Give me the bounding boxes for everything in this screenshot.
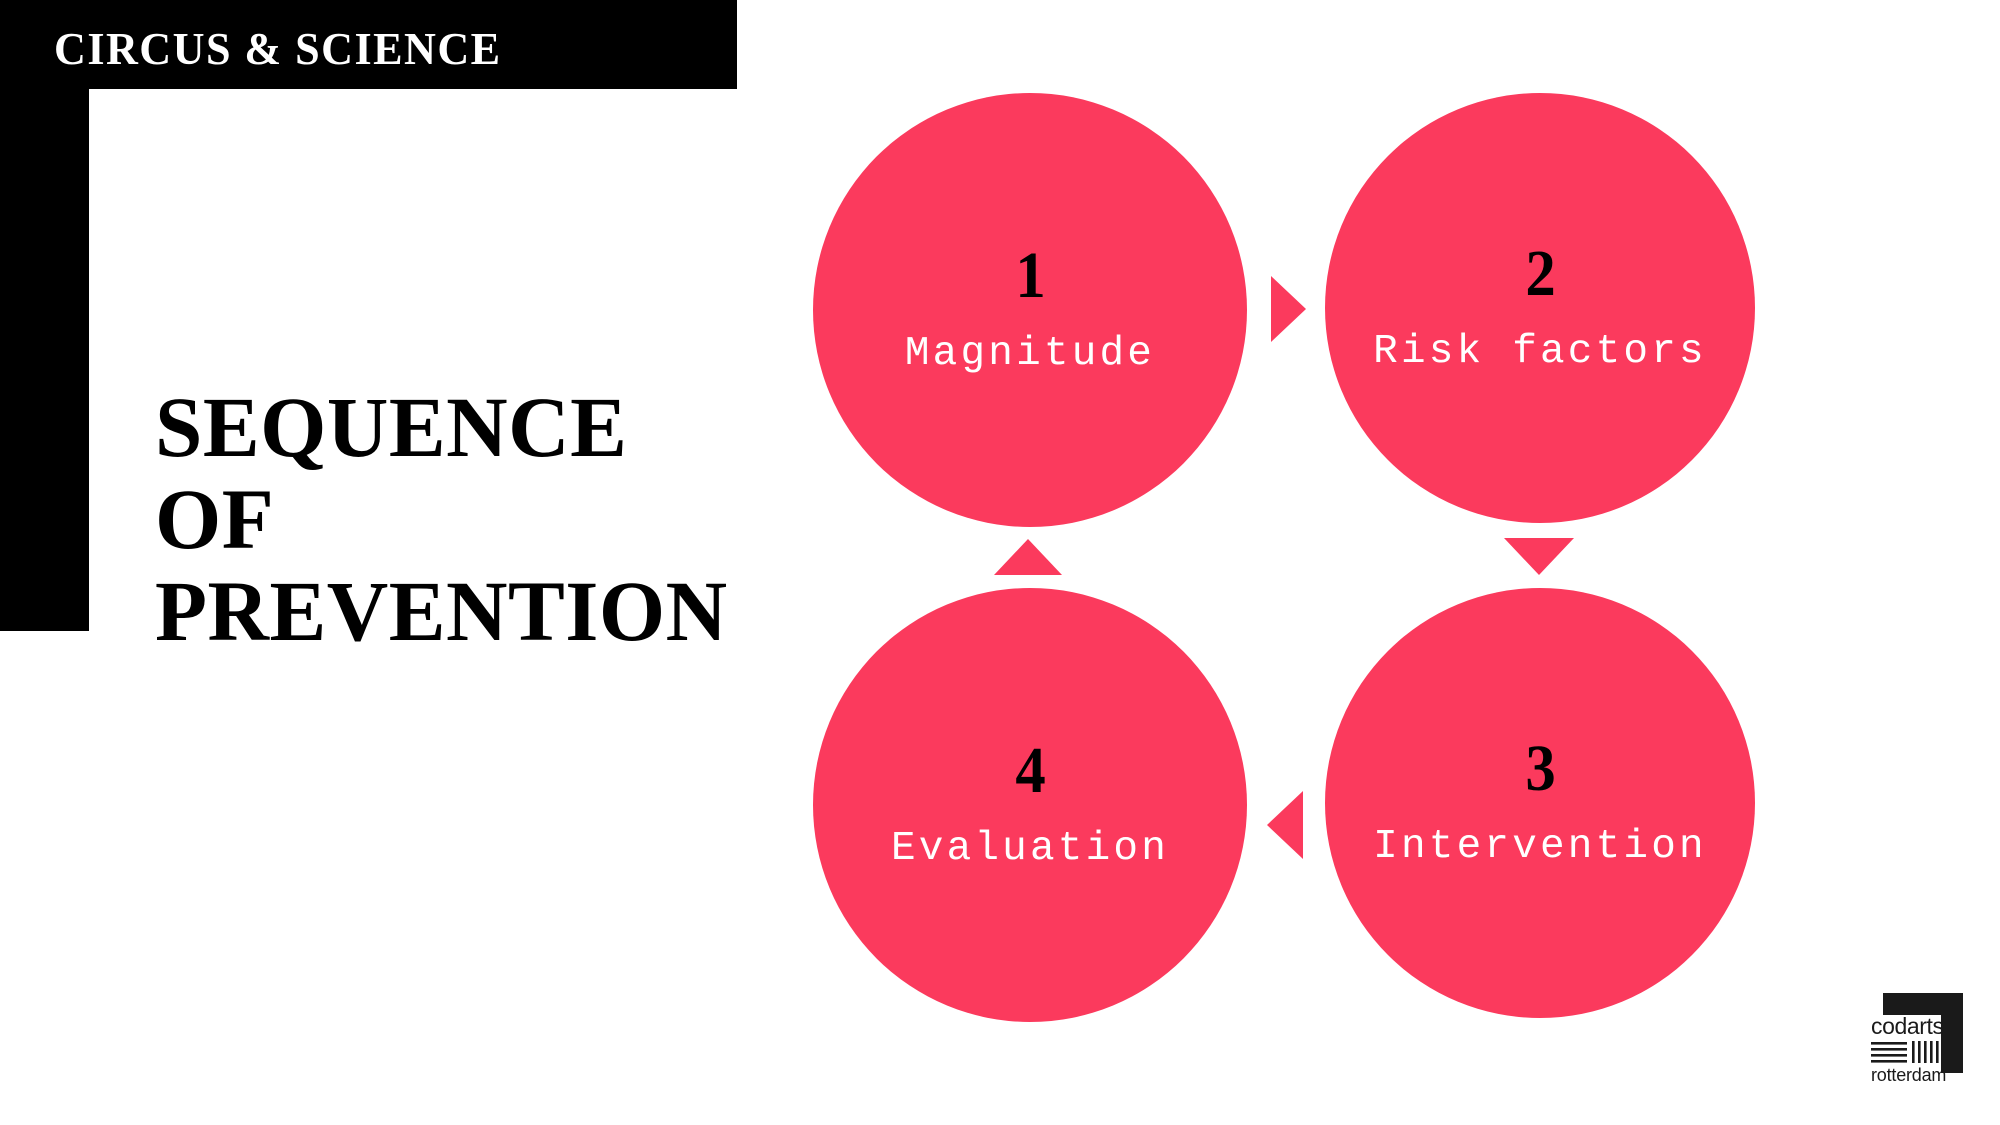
- cycle-node-evaluation[interactable]: 4 Evaluation: [813, 588, 1247, 1022]
- codarts-rotterdam-logo: codarts rotterdam: [1869, 991, 1965, 1085]
- cycle-node-magnitude[interactable]: 1 Magnitude: [813, 93, 1247, 527]
- header-black-bar: [0, 0, 737, 89]
- cycle-node-number: 1: [1014, 239, 1046, 312]
- svg-text:rotterdam: rotterdam: [1871, 1065, 1946, 1085]
- arrow-down-icon: [1504, 538, 1574, 575]
- page-title: SEQUENCE OF PREVENTION: [155, 381, 769, 657]
- cycle-node-number: 3: [1524, 732, 1556, 805]
- cycle-node-label: Intervention: [1373, 824, 1707, 870]
- cycle-node-label: Evaluation: [890, 826, 1170, 872]
- arrow-up-icon: [994, 539, 1062, 575]
- arrow-right-icon: [1271, 276, 1306, 342]
- cycle-node-risk-factors[interactable]: 2 Risk factors: [1325, 93, 1755, 523]
- page-title-line-1: SEQUENCE: [155, 379, 628, 475]
- cycle-node-label: Risk factors: [1373, 329, 1707, 375]
- svg-text:codarts: codarts: [1871, 1013, 1944, 1039]
- kicker-label: CIRCUS & SCIENCE: [54, 23, 502, 74]
- page-title-line-2: OF: [155, 471, 275, 567]
- cycle-node-number: 2: [1524, 237, 1556, 310]
- cycle-node-intervention[interactable]: 3 Intervention: [1325, 588, 1755, 1018]
- page-title-line-3: PREVENTION: [155, 563, 728, 659]
- cycle-node-number: 4: [1014, 734, 1046, 807]
- sidebar-black-bar: [0, 0, 89, 631]
- cycle-node-label: Magnitude: [904, 331, 1156, 377]
- arrow-left-icon: [1267, 791, 1303, 859]
